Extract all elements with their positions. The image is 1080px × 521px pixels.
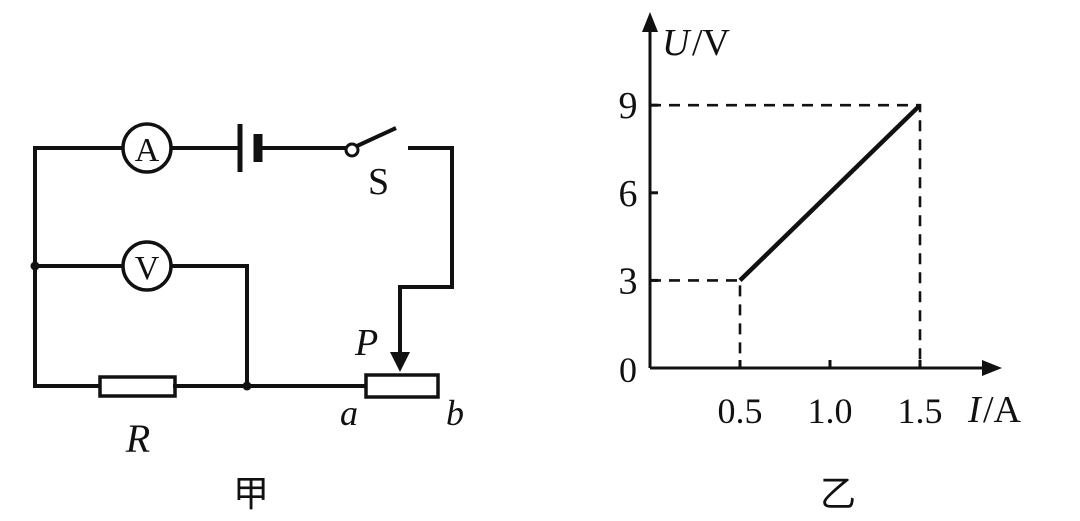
y-axis-label-var: U [662, 22, 692, 64]
graph-caption: 乙 [820, 474, 856, 515]
guide-line-1 [650, 279, 742, 368]
ammeter-label: A [135, 132, 160, 169]
circuit-diagram: S P A V R a b 甲 [30, 122, 464, 515]
x-axis-arrow-icon [982, 360, 1002, 376]
junction-dot-bottom [242, 381, 252, 391]
rheostat-end-a-label: a [340, 393, 358, 433]
resistor-label: R [125, 416, 150, 461]
x-tick-label-0.5: 0.5 [718, 391, 763, 431]
y-tick-label-6: 6 [619, 173, 638, 215]
wire-voltmeter-right [170, 264, 249, 388]
u-i-graph: U /V I /A 0 3 6 9 0.5 1.0 1.5 乙 [619, 12, 1022, 515]
switch-label: S [368, 161, 389, 203]
slider-label: P [354, 322, 378, 364]
x-axis-label-var: I [967, 389, 983, 431]
y-axis-label-unit: /V [692, 22, 731, 64]
resistor-icon [98, 375, 177, 398]
circuit-caption: 甲 [233, 474, 269, 515]
voltmeter-label: V [135, 250, 160, 287]
ammeter-icon [121, 122, 173, 174]
y-tick-label-3: 3 [619, 260, 638, 302]
x-tick-label-1.5: 1.5 [898, 391, 943, 431]
battery-icon [237, 124, 263, 172]
slider-arrow-icon [390, 352, 410, 372]
y-tick-label-9: 9 [619, 85, 638, 127]
switch-icon [344, 126, 397, 158]
x-tick-label-1.0: 1.0 [808, 391, 853, 431]
series-line-1 [738, 103, 922, 283]
origin-label: 0 [619, 350, 637, 390]
x-axis-label-unit: /A [983, 389, 1022, 431]
wire-right [398, 146, 454, 358]
voltmeter-icon [121, 240, 173, 292]
chart-marks: 3 6 9 0.5 1.0 1.5 [619, 85, 943, 431]
y-axis-arrow-icon [642, 12, 658, 32]
rheostat-end-b-label: b [446, 393, 464, 433]
rheostat-icon [364, 373, 440, 399]
